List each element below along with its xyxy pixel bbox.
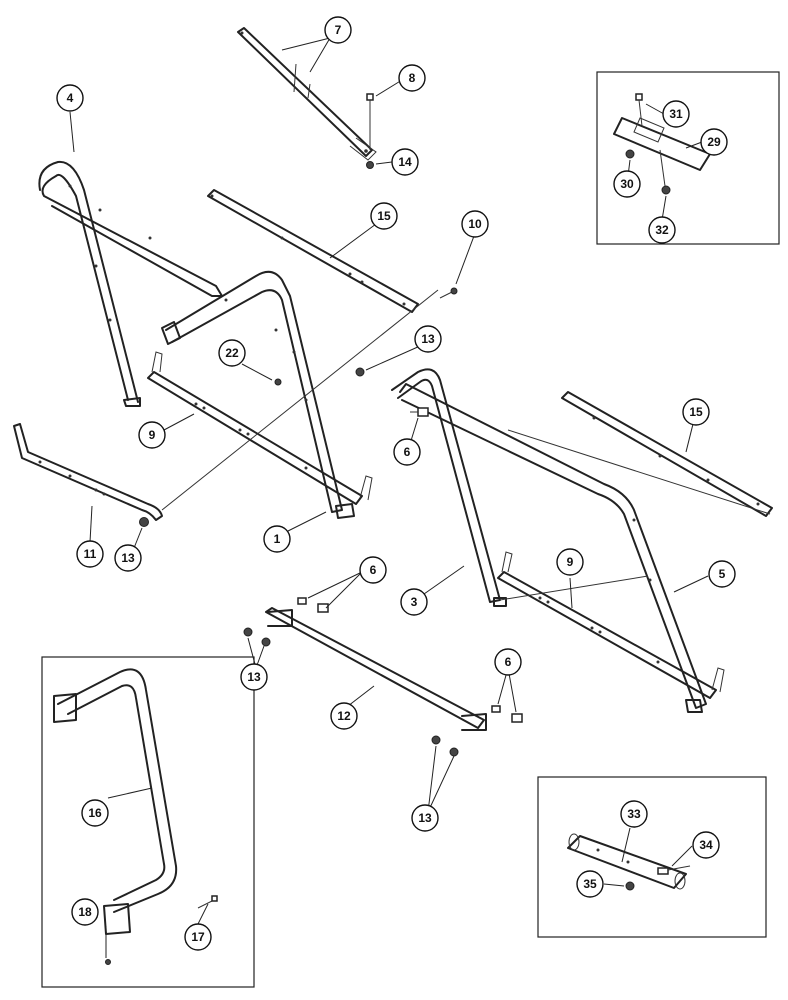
- callout-4: 4: [56, 84, 84, 112]
- part-13-nuts-right: [431, 735, 459, 757]
- svg-text:17: 17: [191, 930, 205, 944]
- callout-30: 30: [613, 170, 641, 198]
- svg-text:5: 5: [719, 567, 726, 581]
- inset-box-29: [596, 71, 780, 245]
- part-9-left-bar: [147, 351, 373, 505]
- part-3-frame: [391, 368, 507, 607]
- callout-1: 1: [263, 525, 291, 553]
- svg-text:13: 13: [418, 811, 432, 825]
- callout-31: 31: [662, 100, 690, 128]
- assembly-lines: [161, 289, 771, 601]
- svg-text:33: 33: [627, 807, 641, 821]
- inset-box-33: [537, 776, 767, 938]
- callout-34: 34: [692, 831, 720, 859]
- svg-text:9: 9: [149, 428, 156, 442]
- part-13-nuts-left: [243, 627, 271, 647]
- part-1-frame: [161, 270, 355, 519]
- part-14-nut: [366, 161, 374, 169]
- part-10-bolt: [439, 287, 458, 299]
- callout-32: 32: [648, 216, 676, 244]
- callout-16: 16: [81, 799, 109, 827]
- callout-6-a: 6: [393, 438, 421, 466]
- svg-text:13: 13: [247, 670, 261, 684]
- part-13-nut-b: [139, 517, 149, 527]
- callout-6-c: 6: [494, 648, 522, 676]
- part-15-upper-bar: [207, 189, 419, 313]
- svg-text:13: 13: [121, 551, 135, 565]
- svg-text:15: 15: [377, 209, 391, 223]
- svg-text:6: 6: [370, 563, 377, 577]
- svg-text:22: 22: [225, 346, 239, 360]
- callout-5: 5: [708, 560, 736, 588]
- part-7-strap: [237, 27, 377, 161]
- part-12-crossbar: [265, 607, 487, 731]
- svg-text:18: 18: [78, 905, 92, 919]
- callout-17: 17: [184, 923, 212, 951]
- part-6-bolt: [410, 407, 429, 417]
- svg-text:7: 7: [335, 23, 342, 37]
- svg-text:9: 9: [567, 555, 574, 569]
- callout-10: 10: [461, 210, 489, 238]
- callout-33: 33: [620, 800, 648, 828]
- part-15-lower-bar: [399, 383, 773, 713]
- part-8-bolt: [366, 93, 374, 150]
- callout-15-lower: 15: [682, 398, 710, 426]
- svg-text:13: 13: [421, 332, 435, 346]
- callout-13-c: 13: [240, 663, 268, 691]
- callout-9-left: 9: [138, 421, 166, 449]
- callout-8: 8: [398, 64, 426, 92]
- svg-text:3: 3: [411, 595, 418, 609]
- svg-text:16: 16: [88, 806, 102, 820]
- svg-text:35: 35: [583, 877, 597, 891]
- svg-text:4: 4: [67, 91, 74, 105]
- leader-lines: [69, 37, 709, 958]
- svg-text:30: 30: [620, 177, 634, 191]
- callout-14: 14: [391, 148, 419, 176]
- svg-text:11: 11: [84, 547, 97, 561]
- part-6-bolts-right: [491, 705, 523, 723]
- svg-text:1: 1: [274, 532, 281, 546]
- inset-box-16: [41, 656, 255, 988]
- part-6-bolts-left: [297, 597, 329, 613]
- callout-13-b: 13: [114, 544, 142, 572]
- callout-29: 29: [700, 128, 728, 156]
- part-22-nut: [274, 378, 282, 386]
- callout-9-right: 9: [556, 548, 584, 576]
- svg-text:14: 14: [398, 155, 412, 169]
- svg-text:6: 6: [505, 655, 512, 669]
- part-9-right-bar: [497, 551, 725, 699]
- svg-text:32: 32: [655, 223, 669, 237]
- part-11-bracket: [13, 423, 163, 521]
- callout-7: 7: [324, 16, 352, 44]
- callout-35: 35: [576, 870, 604, 898]
- callout-22: 22: [218, 339, 246, 367]
- callout-6-b: 6: [359, 556, 387, 584]
- callout-11: 11: [76, 540, 104, 568]
- svg-text:8: 8: [409, 71, 416, 85]
- callout-3: 3: [400, 588, 428, 616]
- callout-15-upper: 15: [370, 202, 398, 230]
- svg-text:10: 10: [468, 217, 482, 231]
- svg-text:31: 31: [669, 107, 683, 121]
- svg-text:12: 12: [337, 709, 351, 723]
- callout-12: 12: [330, 702, 358, 730]
- svg-text:29: 29: [707, 135, 721, 149]
- svg-text:6: 6: [404, 445, 411, 459]
- callout-18: 18: [71, 898, 99, 926]
- callout-13-d: 13: [411, 804, 439, 832]
- part-4-frame: [38, 160, 223, 407]
- svg-text:34: 34: [699, 838, 713, 852]
- part-13-nut: [355, 367, 365, 377]
- svg-text:15: 15: [689, 405, 703, 419]
- callout-13-a: 13: [414, 325, 442, 353]
